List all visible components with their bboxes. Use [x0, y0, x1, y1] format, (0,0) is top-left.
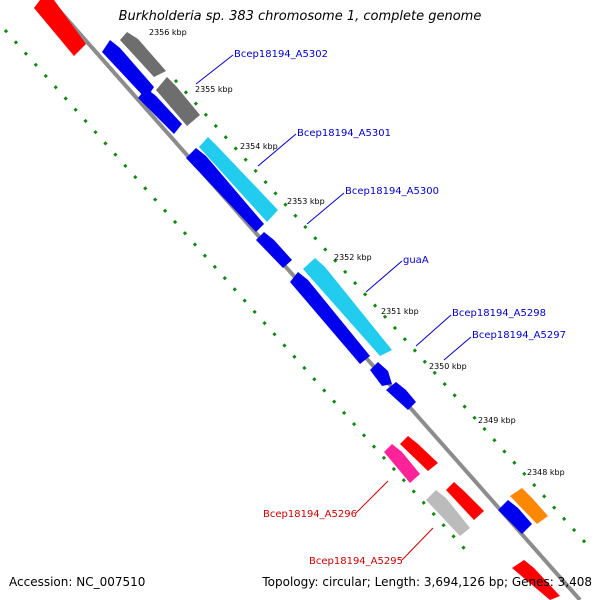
- gc-content-track-inner: [3, 29, 472, 556]
- gene-label[interactable]: Bcep18194_A5302: [234, 49, 328, 60]
- map-title: Burkholderia sp. 383 chromosome 1, compl…: [118, 9, 482, 24]
- leader-line: [401, 527, 434, 561]
- feature-red-cds-b[interactable]: [446, 482, 484, 520]
- feature-blue-cds-5[interactable]: [290, 272, 370, 364]
- feature-blue-cds-6[interactable]: [370, 362, 392, 386]
- feature-blue-cds-3[interactable]: [186, 148, 264, 232]
- leader-line: [195, 54, 234, 85]
- leader-line: [257, 133, 297, 167]
- tick-label: 2355 kbp: [195, 85, 233, 94]
- leader-line: [443, 336, 472, 361]
- feature-pink-cds[interactable]: [384, 444, 420, 483]
- tick-label: 2352 kbp: [334, 253, 372, 262]
- feature-blue-cds-2[interactable]: [138, 88, 182, 134]
- gene-label[interactable]: Bcep18194_A5295: [309, 556, 403, 567]
- tick-label: 2350 kbp: [429, 362, 467, 371]
- gene-label[interactable]: guaA: [403, 255, 429, 266]
- tick-label: 2348 kbp: [527, 468, 565, 477]
- feature-cyan-cds-2[interactable]: [303, 258, 392, 356]
- gene-label-leaders: [195, 54, 472, 561]
- accession-text: Accession: NC_007510: [9, 575, 146, 589]
- gene-label[interactable]: Bcep18194_A5301: [297, 128, 391, 139]
- feature-cyan-cds-1[interactable]: [199, 137, 278, 222]
- tick-label: 2351 kbp: [381, 307, 419, 316]
- reverse-strand-features: [34, 0, 532, 534]
- feature-blue-cds-1[interactable]: [102, 40, 154, 99]
- leader-line: [415, 314, 452, 347]
- leader-line: [306, 192, 345, 225]
- leader-line: [365, 260, 403, 293]
- gene-label[interactable]: Bcep18194_A5298: [452, 308, 546, 319]
- feature-blue-cds-8[interactable]: [498, 500, 532, 534]
- gene-label[interactable]: Bcep18194_A5297: [472, 330, 566, 341]
- feature-gray-cds-2[interactable]: [156, 77, 200, 126]
- tick-label: 2354 kbp: [240, 142, 278, 151]
- gene-label[interactable]: Bcep18194_A5300: [345, 186, 439, 197]
- feature-red-cds-c[interactable]: [512, 560, 560, 600]
- genome-summary-text: Topology: circular; Length: 3,694,126 bp…: [262, 575, 592, 589]
- gene-labels: Bcep18194_A5302 Bcep18194_A5301 Bcep1819…: [234, 49, 566, 567]
- tick-label: 2349 kbp: [478, 416, 516, 425]
- feature-light-gray-cds[interactable]: [426, 490, 470, 536]
- feature-gray-cds-1[interactable]: [120, 32, 166, 77]
- leader-line: [355, 480, 389, 514]
- feature-red-cds-a[interactable]: [400, 436, 438, 471]
- feature-orange-cds[interactable]: [510, 488, 548, 524]
- forward-strand-features: [120, 32, 560, 600]
- ruler-ticks: 2356 kbp 2355 kbp 2354 kbp 2353 kbp 2352…: [149, 28, 565, 477]
- tick-label: 2356 kbp: [149, 28, 187, 37]
- gene-label[interactable]: Bcep18194_A5296: [263, 509, 357, 520]
- feature-blue-cds-4[interactable]: [256, 232, 292, 268]
- tick-label: 2353 kbp: [287, 197, 325, 206]
- feature-red-cds-top[interactable]: [34, 0, 86, 56]
- feature-blue-cds-7[interactable]: [386, 382, 416, 410]
